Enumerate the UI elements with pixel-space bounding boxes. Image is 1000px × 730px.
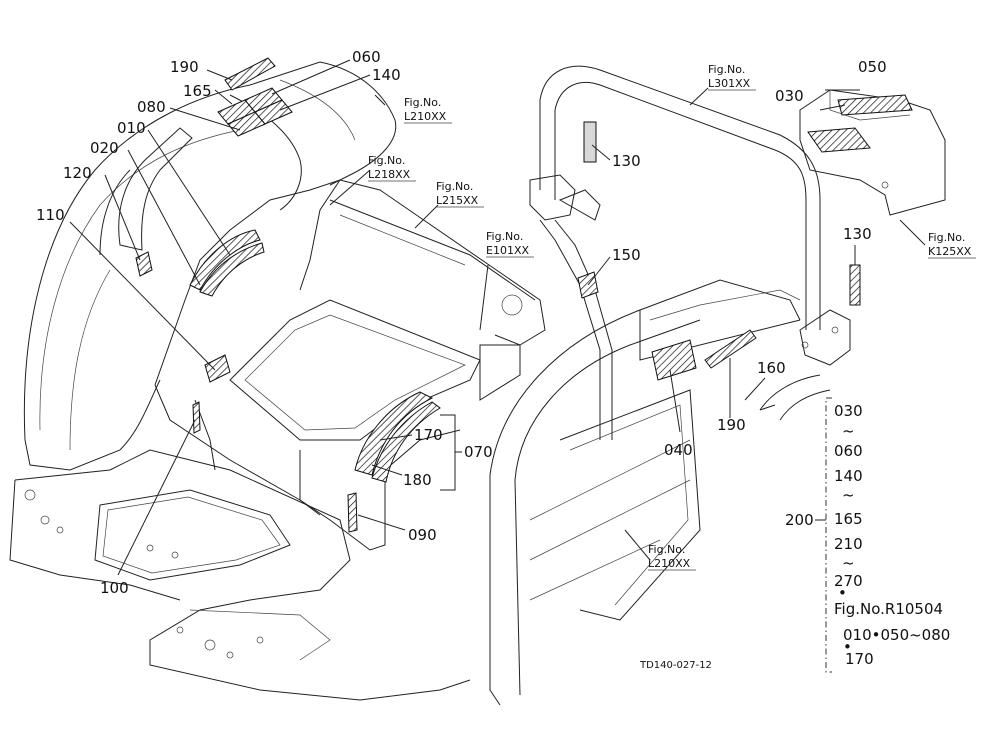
group-list-line: 030 bbox=[834, 402, 863, 420]
decal-190-top bbox=[224, 57, 276, 91]
group-list-line: 165 bbox=[834, 510, 863, 528]
group-part-list: 030 ~ 060 140 ~ 165 210 ~ 270 • Fig.No.R… bbox=[834, 402, 950, 668]
fig-ref-label: Fig.No. bbox=[436, 180, 473, 193]
fig-ref-code: L218XX bbox=[368, 168, 411, 181]
part-label-030: 030 bbox=[775, 87, 804, 105]
fig-ref-code: L210XX bbox=[648, 557, 691, 570]
decals-cluster-top bbox=[217, 87, 293, 137]
fig-ref-code: L210XX bbox=[404, 110, 447, 123]
part-label-090: 090 bbox=[408, 526, 437, 544]
part-label-100: 100 bbox=[100, 579, 129, 597]
group-list-line: • bbox=[843, 638, 852, 656]
group-list-line: 060 bbox=[834, 442, 863, 460]
fig-ref-code: L215XX bbox=[436, 194, 479, 207]
rops-frame bbox=[529, 65, 861, 440]
decal-170-arc bbox=[354, 391, 441, 483]
part-label-080: 080 bbox=[137, 98, 166, 116]
part-label-200: 200 bbox=[785, 511, 814, 529]
fig-ref-label: Fig.No. bbox=[368, 154, 405, 167]
part-label-010: 010 bbox=[117, 119, 146, 137]
group-list-line: 210 bbox=[834, 535, 863, 553]
part-number-labels: 190 060 165 140 080 010 020 120 110 130 … bbox=[36, 48, 887, 597]
fig-ref-code: L301XX bbox=[708, 77, 751, 90]
part-label-165: 165 bbox=[183, 82, 212, 100]
part-label-070: 070 bbox=[464, 443, 493, 461]
group-list-line: 140 bbox=[834, 467, 863, 485]
part-label-140: 140 bbox=[372, 66, 401, 84]
group-list-line: Fig.No.R10504 bbox=[834, 600, 943, 618]
cab-platform bbox=[9, 449, 471, 701]
part-label-020: 020 bbox=[90, 139, 119, 157]
decal-090 bbox=[347, 492, 358, 533]
part-label-120: 120 bbox=[63, 164, 92, 182]
decal-010-arc bbox=[189, 229, 265, 297]
part-label-060: 060 bbox=[352, 48, 381, 66]
figure-references: Fig.No. L210XX Fig.No. L218XX Fig.No. L2… bbox=[368, 63, 976, 571]
right-fender bbox=[489, 279, 831, 706]
part-label-150: 150 bbox=[612, 246, 641, 264]
fig-ref-label: Fig.No. bbox=[708, 63, 745, 76]
fig-ref-label: Fig.No. bbox=[648, 543, 685, 556]
fig-ref-label: Fig.No. bbox=[404, 96, 441, 109]
group-list-line: ~ bbox=[842, 422, 855, 440]
part-label-190: 190 bbox=[170, 58, 199, 76]
part-label-190-right: 190 bbox=[717, 416, 746, 434]
fig-ref-code: E101XX bbox=[486, 244, 529, 257]
group-list-line: 270 bbox=[834, 572, 863, 590]
seat-base-frame bbox=[154, 179, 546, 551]
part-label-110: 110 bbox=[36, 206, 65, 224]
part-label-130-right: 130 bbox=[843, 225, 872, 243]
rops-cover-k125 bbox=[799, 89, 946, 216]
group-list-line: • bbox=[838, 584, 847, 602]
leader-lines bbox=[69, 59, 926, 576]
part-label-170: 170 bbox=[414, 426, 443, 444]
group-list-line: 170 bbox=[845, 650, 874, 668]
part-label-160: 160 bbox=[757, 359, 786, 377]
group-list-line: ~ bbox=[842, 486, 855, 504]
fig-ref-code: K125XX bbox=[928, 245, 972, 258]
decal-100 bbox=[192, 401, 201, 434]
decal-120 bbox=[135, 251, 153, 277]
fig-ref-label: Fig.No. bbox=[486, 230, 523, 243]
part-label-040: 040 bbox=[664, 441, 693, 459]
group-list-line: ~ bbox=[842, 554, 855, 572]
part-label-130: 130 bbox=[612, 152, 641, 170]
part-label-180: 180 bbox=[403, 471, 432, 489]
group-bracket bbox=[815, 397, 832, 673]
decal-110 bbox=[204, 354, 231, 383]
part-label-050: 050 bbox=[858, 58, 887, 76]
group-list-line: 010•050~080 bbox=[843, 626, 950, 644]
drawing-code: TD140-027-12 bbox=[639, 660, 712, 671]
fig-ref-label: Fig.No. bbox=[928, 231, 965, 244]
